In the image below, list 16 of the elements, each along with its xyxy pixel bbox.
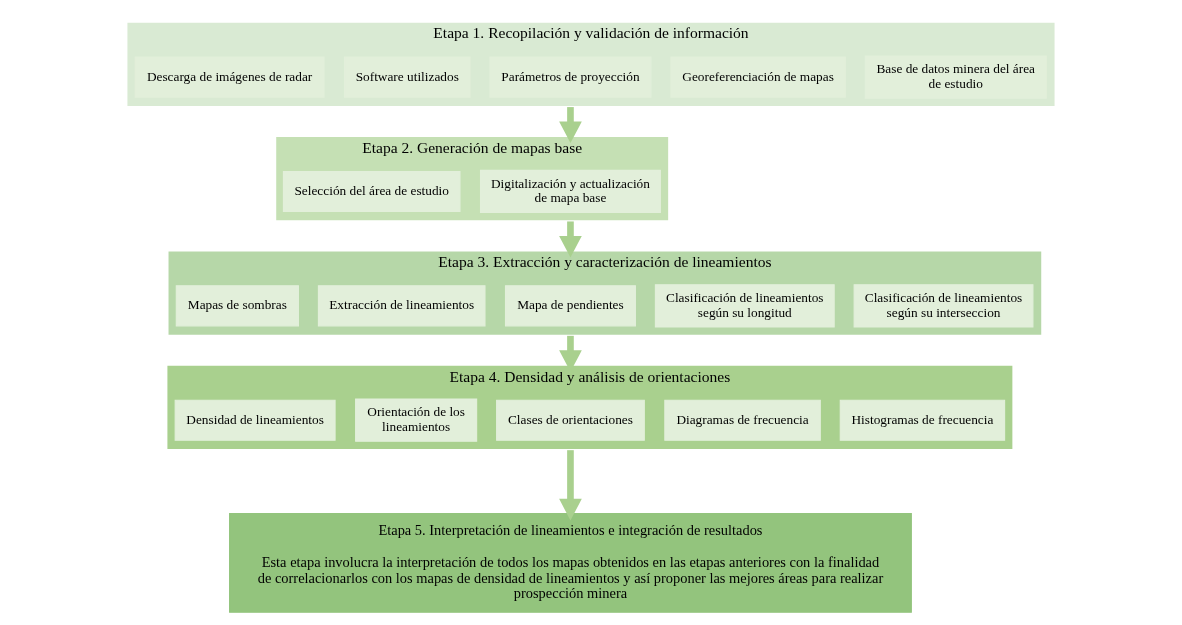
node-box: Selección del área de estudio: [282, 170, 461, 212]
node-box: Clases de orientaciones: [496, 399, 645, 441]
node-box: Clasificación de lineamientos según su interseccion: [853, 284, 1034, 328]
node-box: Mapas de sombras: [175, 285, 299, 327]
arrow: [559, 107, 582, 144]
node-box: Clasificación de lineamientos según su longitud: [654, 284, 835, 328]
node-box: Etapa 5. Interpretación de lineamientos e integración de resultados Esta etapa involucra la interpretación de todos los mapas obtenidos en las etapas anteriores con la finalidad de correlacionarlos con los mapas de densidad de lineamientos y así proponer las mejores áreas para realizar prospección minera: [229, 512, 912, 613]
node-box: Histogramas de frecuencia: [839, 399, 1006, 441]
node-box: Mapa de pendientes: [504, 285, 636, 327]
node-box: Diagramas de frecuencia: [664, 399, 821, 441]
node-box: Digitalización y actualización de mapa base: [479, 169, 661, 214]
node-box: Extracción de lineamientos: [317, 285, 486, 327]
arrow: [559, 450, 582, 521]
arrow: [559, 221, 582, 258]
node-box: Orientación de los lineamientos: [355, 398, 478, 442]
node-box: Densidad de lineamientos: [174, 399, 336, 441]
